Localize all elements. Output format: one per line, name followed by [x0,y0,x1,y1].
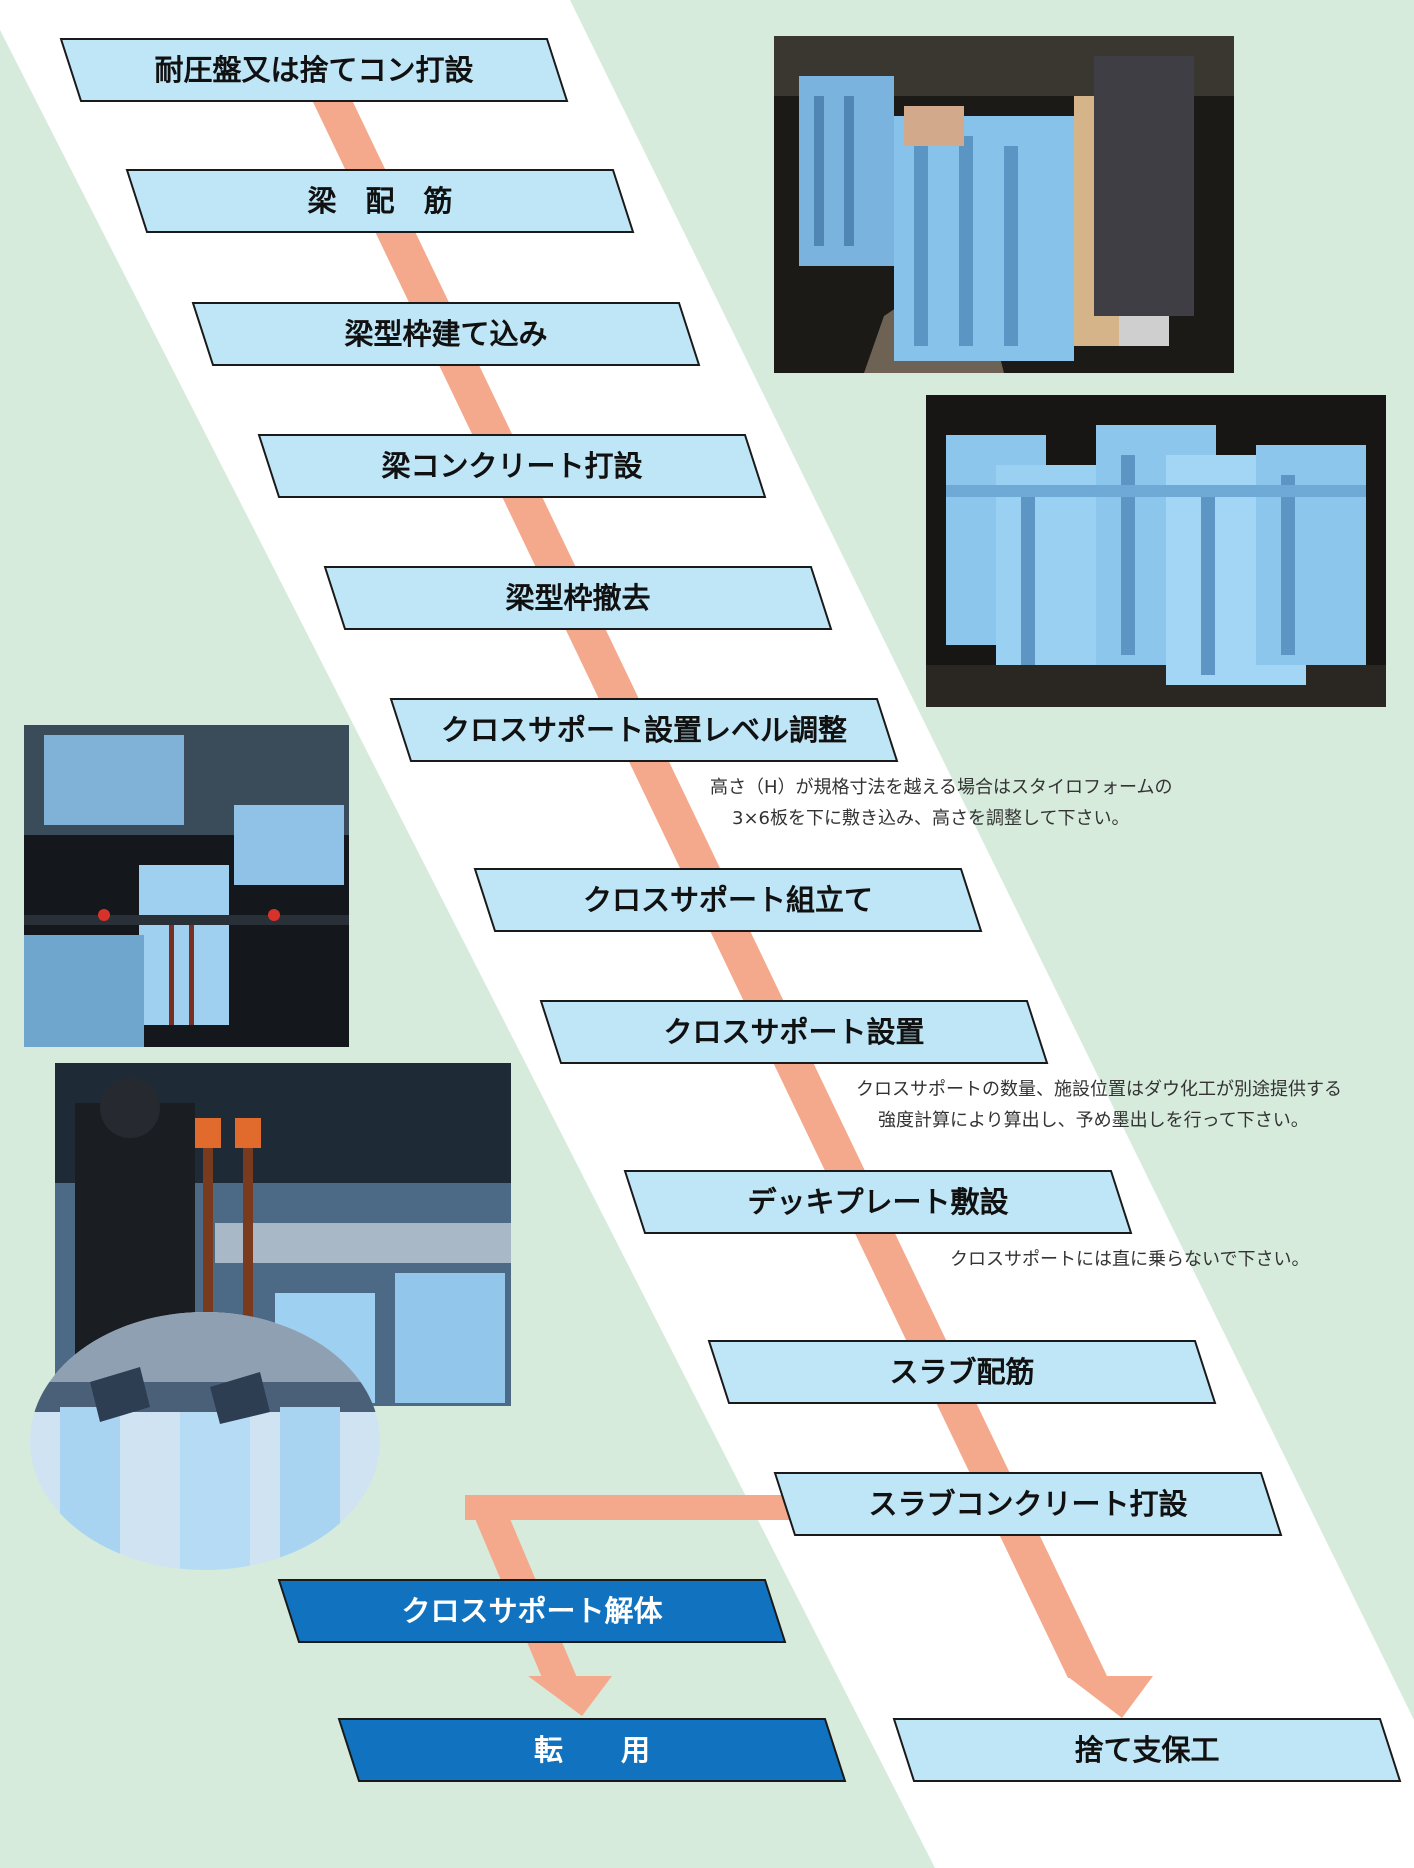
step-label: クロスサポート設置 [663,1015,925,1049]
branch-horizontal [465,1495,805,1520]
deck-closeup-photo [30,1312,380,1570]
step-beam-rebar: 梁 配 筋 [125,169,635,233]
note-level: 高さ（H）が規格寸法を越える場合はスタイロフォームの 3×6板を下に敷き込み、高… [710,772,1172,834]
step-label: 転 用 [533,1733,650,1767]
note-line: 3×6板を下に敷き込み、高さを調整して下さい。 [732,808,1130,829]
step-label: 梁 配 筋 [307,184,453,218]
step-label: 梁型枠撤去 [505,581,651,615]
site-installation-photo [24,725,349,1047]
step-label: 梁コンクリート打設 [381,449,643,483]
note-line: クロスサポートには直に乗らないで下さい。 [950,1249,1310,1270]
step-label: 耐圧盤又は捨てコン打設 [154,53,474,87]
step-cross-support-install: クロスサポート設置 [539,1000,1049,1064]
note-line: 強度計算により算出し、予め墨出しを行って下さい。 [878,1110,1309,1131]
step-formwork-removal: 梁型枠撤去 [323,566,833,630]
step-label: 捨て支保工 [1074,1733,1220,1767]
step-beam-formwork: 梁型枠建て込み [191,302,701,366]
step-slab-concrete: スラブコンクリート打設 [773,1472,1283,1536]
step-deck-plate: デッキプレート敷設 [623,1170,1133,1234]
main-flow-arrowhead [1067,1676,1153,1718]
cross-support-grid-photo [926,395,1386,707]
step-label: スラブ配筋 [889,1355,1035,1389]
step-slab-rebar: スラブ配筋 [707,1340,1217,1404]
step-label: クロスサポート組立て [582,883,873,917]
step-beam-concrete: 梁コンクリート打設 [257,434,767,498]
branch-arrowhead [528,1676,612,1716]
step-label: クロスサポート設置レベル調整 [440,713,847,747]
assembly-photo [774,36,1234,373]
step-label: スラブコンクリート打設 [868,1487,1188,1521]
step-label: デッキプレート敷設 [747,1185,1009,1219]
step-reuse: 転 用 [337,1718,847,1782]
step-label: 梁型枠建て込み [344,317,548,351]
step-sacrificial-support: 捨て支保工 [892,1718,1402,1782]
step-foundation-concrete: 耐圧盤又は捨てコン打設 [59,38,569,102]
note-line: クロスサポートの数量、施設位置はダウ化工が別途提供する [856,1079,1342,1100]
step-cross-support-assembly: クロスサポート組立て [473,868,983,932]
note-line: 高さ（H）が規格寸法を越える場合はスタイロフォームの [710,777,1173,798]
step-label: クロスサポート解体 [401,1594,663,1628]
step-cross-support-dismantle: クロスサポート解体 [277,1579,787,1643]
step-level-adjustment: クロスサポート設置レベル調整 [389,698,899,762]
note-deck: クロスサポートには直に乗らないで下さい。 [950,1244,1309,1275]
note-install: クロスサポートの数量、施設位置はダウ化工が別途提供する 強度計算により算出し、予… [856,1074,1342,1136]
